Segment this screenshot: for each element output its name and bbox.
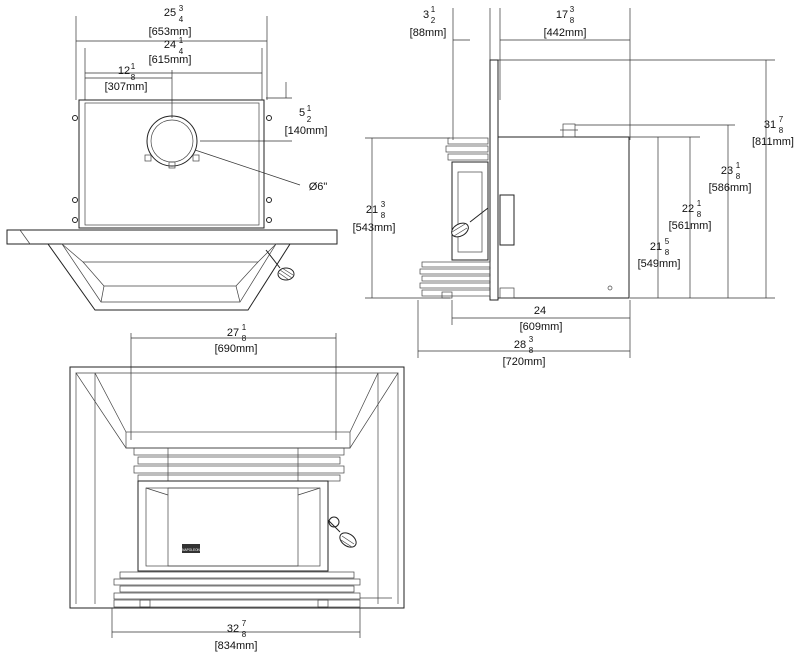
dim-denominator: 4 — [179, 47, 184, 56]
dim-top-width-inner: 24 1 4 [615mm] — [149, 36, 192, 66]
dim-metric: [543mm] — [353, 222, 396, 234]
dim-flue-height: 23 1 8 [586mm] — [709, 161, 752, 194]
dim-metric: [88mm] — [410, 27, 447, 39]
dim-numerator: 3 — [529, 335, 534, 344]
dim-flue-depth: 5 1 2 [140mm] — [285, 104, 328, 137]
dim-front-height: 21 3 8 [543mm] — [353, 200, 396, 234]
dim-denominator: 8 — [779, 126, 784, 135]
dim-denominator: 8 — [570, 16, 575, 25]
door-handle-icon — [265, 249, 295, 281]
front-surround — [69, 366, 405, 609]
dim-whole: 21 — [650, 241, 662, 253]
dim-numerator: 1 — [431, 5, 436, 14]
dim-body-depth-bottom: 24 [609mm] — [520, 305, 563, 333]
dim-flue-offset: 12 1 8 [307mm] — [105, 62, 148, 93]
dim-whole: 3 — [423, 9, 429, 21]
dim-denominator: 8 — [665, 248, 670, 257]
dim-metric: [307mm] — [105, 81, 148, 93]
dim-whole: 32 — [227, 623, 239, 635]
dim-metric: [609mm] — [520, 321, 563, 333]
dim-denominator: 8 — [242, 334, 247, 343]
dim-numerator: 7 — [779, 115, 784, 124]
brand-logo: NAPOLEON — [182, 544, 201, 553]
dim-numerator: 1 — [242, 323, 247, 332]
dim-denominator: 8 — [131, 73, 136, 82]
dim-numerator: 7 — [242, 619, 247, 628]
dim-denominator: 4 — [179, 15, 184, 24]
dim-metric: [586mm] — [709, 182, 752, 194]
logo-text: NAPOLEON — [182, 548, 200, 552]
dim-body-depth: 17 3 8 [442mm] — [544, 5, 587, 39]
dim-denominator: 8 — [381, 211, 386, 220]
dim-whole: 21 — [366, 204, 378, 216]
dim-metric: [549mm] — [638, 258, 681, 270]
dim-front-top-width: 27 1 8 [690mm] — [215, 323, 258, 355]
top-louvers — [133, 447, 345, 482]
dim-whole: 24 — [534, 305, 546, 317]
side-view: 3 1 2 [88mm] 17 3 8 [442mm] 31 7 8 [811m… — [353, 5, 794, 368]
dim-whole: 28 — [514, 339, 526, 351]
dim-denominator: 8 — [697, 210, 702, 219]
flue-collar — [144, 115, 200, 169]
dim-metric: [811mm] — [752, 136, 794, 148]
dim-metric: [720mm] — [503, 356, 546, 368]
dim-denominator: 2 — [431, 16, 436, 25]
dim-front-bottom-width: 32 7 8 [834mm] — [215, 619, 258, 652]
dim-numerator: 5 — [665, 237, 670, 246]
dim-numerator: 3 — [381, 200, 386, 209]
dim-denominator: 8 — [529, 346, 534, 355]
dim-whole: 27 — [227, 327, 239, 339]
dim-whole: 22 — [682, 203, 694, 215]
dim-whole: 17 — [556, 9, 568, 21]
dim-whole: 31 — [764, 119, 776, 131]
dim-numerator: 3 — [570, 5, 575, 14]
dim-whole: 12 — [118, 65, 130, 77]
dim-overall-height: 31 7 8 [811mm] — [752, 115, 794, 148]
dim-metric: [140mm] — [285, 125, 328, 137]
dim-overall-depth: 28 3 8 [720mm] — [503, 335, 546, 368]
dim-whole: 5 — [299, 107, 305, 119]
dim-whole: 23 — [721, 165, 733, 177]
dim-denominator: 8 — [736, 172, 741, 181]
dim-numerator: 1 — [736, 161, 741, 170]
dim-whole: 25 — [164, 7, 176, 19]
top-view: 25 3 4 [653mm] 24 1 4 [615mm] 12 1 8 [30… — [6, 4, 338, 311]
front-view: 27 1 8 [690mm] — [69, 323, 405, 652]
dim-denominator: 2 — [307, 115, 312, 124]
firebox-door — [137, 480, 329, 572]
flue-diameter-label: Ø6" — [309, 181, 328, 193]
dim-metric: [561mm] — [669, 220, 712, 232]
surround-faceplate — [6, 229, 338, 311]
dim-body-height: 22 1 8 [561mm] — [669, 199, 712, 232]
dim-numerator: 3 — [179, 4, 184, 13]
dim-numerator: 1 — [307, 104, 312, 113]
door-handle-icon — [451, 207, 489, 238]
bottom-louvers — [113, 571, 392, 608]
dim-metric: [442mm] — [544, 27, 587, 39]
dim-metric: [834mm] — [215, 640, 258, 652]
dim-faceplate-depth: 3 1 2 [88mm] — [410, 5, 447, 39]
dim-numerator: 1 — [179, 36, 184, 45]
side-profile — [419, 59, 630, 301]
dim-numerator: 1 — [131, 62, 136, 71]
dim-metric: [615mm] — [149, 54, 192, 66]
insert-body-outline — [78, 99, 265, 229]
dim-denominator: 8 — [242, 630, 247, 639]
dim-firebox-height: 21 5 8 [549mm] — [638, 237, 681, 270]
dim-numerator: 1 — [697, 199, 702, 208]
door-handle-icon — [327, 516, 357, 548]
dim-metric: [653mm] — [149, 26, 192, 38]
dim-metric: [690mm] — [215, 343, 258, 355]
dim-whole: 24 — [164, 39, 176, 51]
dim-top-width-outer: 25 3 4 [653mm] — [149, 4, 192, 38]
